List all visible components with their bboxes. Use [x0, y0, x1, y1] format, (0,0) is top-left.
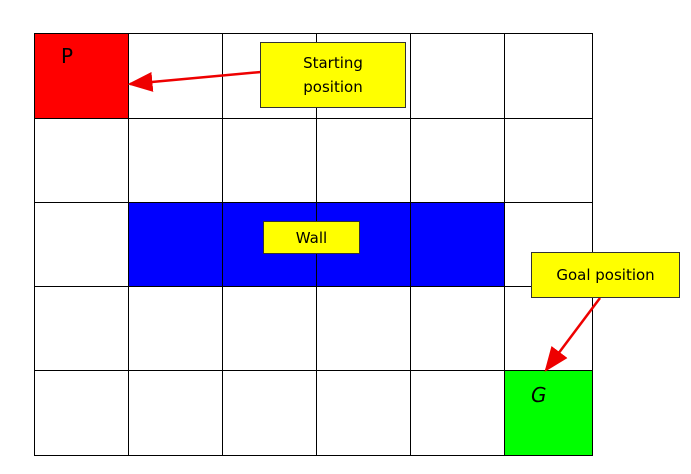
grid-cell [316, 286, 410, 370]
grid-cell [316, 118, 410, 202]
goal-position-callout: Goal position [531, 252, 680, 298]
starting-position-callout: Starting position [260, 42, 406, 108]
grid-cell [410, 370, 504, 455]
grid-cell [34, 118, 128, 202]
goal-cell [504, 370, 592, 455]
grid-cell [316, 370, 410, 455]
grid-cell [128, 370, 222, 455]
start-letter: P [61, 44, 74, 68]
grid-line-horizontal [34, 286, 593, 287]
grid-line-vertical [34, 33, 35, 456]
grid-line-horizontal [34, 118, 593, 119]
grid-cell [222, 370, 316, 455]
wall-callout: Wall [263, 221, 360, 254]
grid-cell [504, 33, 592, 118]
grid-cell [128, 33, 222, 118]
goal-letter: G [531, 383, 547, 407]
grid-cell [34, 202, 128, 286]
grid-line-horizontal [34, 455, 593, 456]
grid-cell [504, 118, 592, 202]
grid-cell [128, 118, 222, 202]
grid-line-vertical [222, 33, 223, 456]
wall-cell [410, 202, 504, 286]
grid-cell [410, 33, 504, 118]
grid-cell [410, 118, 504, 202]
start-cell [34, 33, 128, 118]
grid-cell [222, 286, 316, 370]
grid-cell [410, 286, 504, 370]
grid-line-vertical [410, 33, 411, 456]
grid-cell [128, 286, 222, 370]
grid-line-horizontal [34, 33, 593, 34]
grid-cell [34, 370, 128, 455]
grid-line-vertical [592, 33, 593, 456]
grid-line-vertical [128, 33, 129, 456]
grid-line-horizontal [34, 370, 593, 371]
grid-line-horizontal [34, 202, 593, 203]
grid-line-vertical [504, 33, 505, 456]
grid-cell [222, 118, 316, 202]
grid-cell [504, 286, 592, 370]
wall-cell [128, 202, 222, 286]
grid-cell [34, 286, 128, 370]
